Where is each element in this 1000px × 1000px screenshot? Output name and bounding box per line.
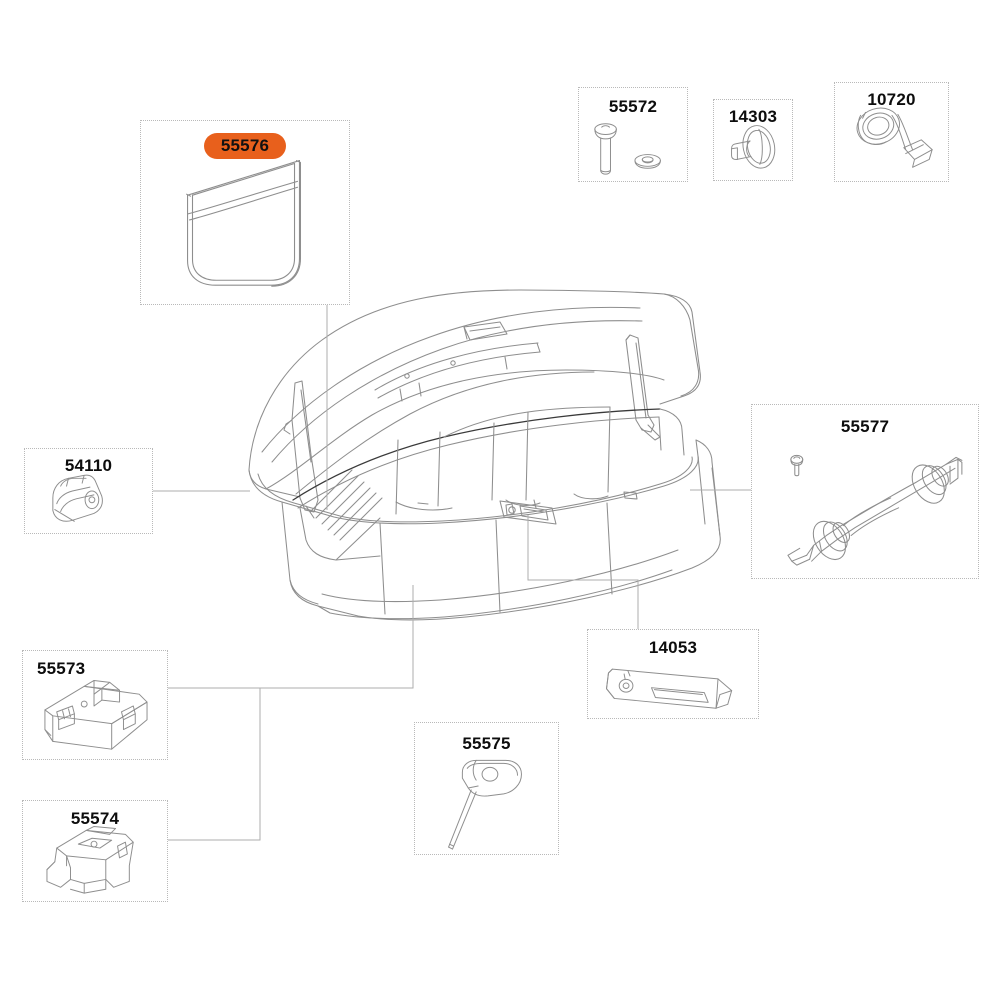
part-label-55576: 55576 — [141, 133, 349, 159]
part-box-10720[interactable]: 10720 — [834, 82, 949, 182]
part-box-55572[interactable]: 55572 — [578, 87, 688, 182]
part-box-14303[interactable]: 14303 — [713, 99, 793, 181]
part-box-55576[interactable]: 55576 — [140, 120, 350, 305]
part-box-54110[interactable]: 54110 — [24, 448, 153, 534]
part-box-14053[interactable]: 14053 — [587, 629, 759, 719]
part-label-10720: 10720 — [867, 90, 916, 109]
part-label-55575: 55575 — [462, 734, 511, 753]
part-label-14053: 14053 — [648, 638, 698, 657]
part-box-55575[interactable]: 55575 — [414, 722, 559, 855]
part-label-55577: 55577 — [840, 417, 890, 436]
part-box-55574[interactable]: 55574 — [22, 800, 168, 902]
part-label-55574: 55574 — [70, 809, 120, 828]
connector-14053 — [527, 515, 639, 629]
highlight-pill-55576: 55576 — [203, 133, 287, 159]
part-label-14303: 14303 — [728, 107, 778, 126]
part-box-55573[interactable]: 55573 — [22, 650, 168, 760]
part-box-55577[interactable]: 55577 — [751, 404, 979, 579]
connector-55574 — [168, 688, 261, 841]
part-label-55573: 55573 — [37, 659, 86, 678]
part-label-55572: 55572 — [608, 97, 658, 116]
connector-55573 — [168, 585, 414, 689]
part-label-54110: 54110 — [64, 456, 113, 475]
